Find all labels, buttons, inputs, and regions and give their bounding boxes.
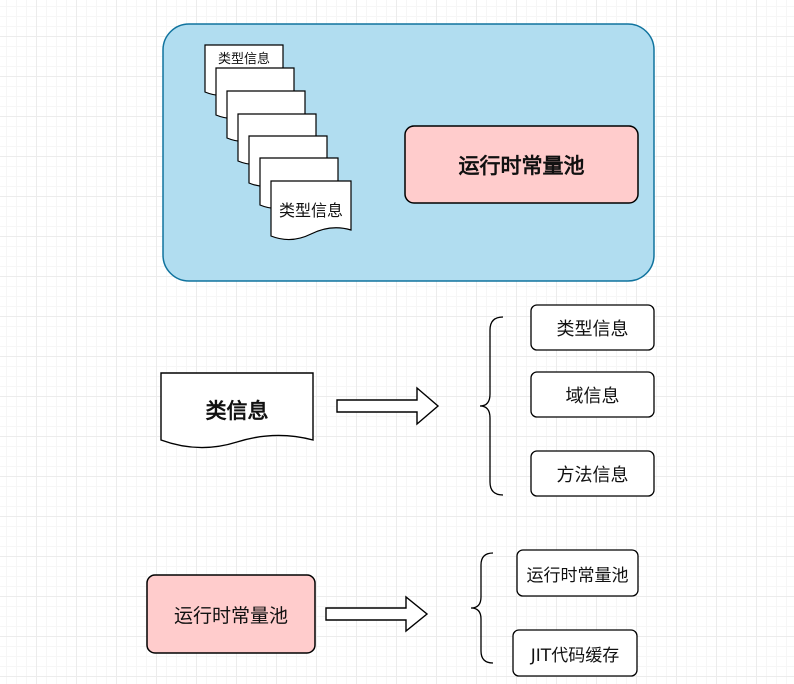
- jit-cache-box: [512, 629, 638, 677]
- runtime-pool-item-label: 运行时常量池: [526, 565, 629, 586]
- field-info-box: [530, 371, 655, 418]
- runtime-pool-arrow: [325, 595, 429, 633]
- class-info-brace: [479, 316, 504, 496]
- bottom-pool-label: 运行时常量池: [173, 604, 288, 627]
- method-info-label: 方法信息: [556, 464, 629, 486]
- runtime-pool-item-box: [516, 549, 639, 597]
- top-runtime-pool-box: [404, 125, 639, 204]
- class-info-label: 类信息: [205, 399, 269, 423]
- jit-cache-label: JIT代码缓存: [530, 645, 620, 666]
- type-info-label: 类型信息: [556, 318, 629, 340]
- doc-stack-first-label: 类型信息: [217, 51, 270, 67]
- runtime-pool-brace: [470, 552, 494, 664]
- class-info-document: [160, 372, 314, 449]
- top-pool-label: 运行时常量池: [458, 153, 585, 178]
- bottom-runtime-pool-box: [146, 574, 316, 654]
- class-info-arrow: [336, 386, 440, 426]
- method-info-box: [530, 450, 655, 497]
- field-info-label: 域信息: [565, 385, 620, 407]
- type-info-box: [530, 304, 655, 351]
- document-shape-7: [270, 180, 352, 241]
- type-info-document-stack: [204, 44, 352, 241]
- doc-stack-last-label: 类型信息: [278, 201, 343, 220]
